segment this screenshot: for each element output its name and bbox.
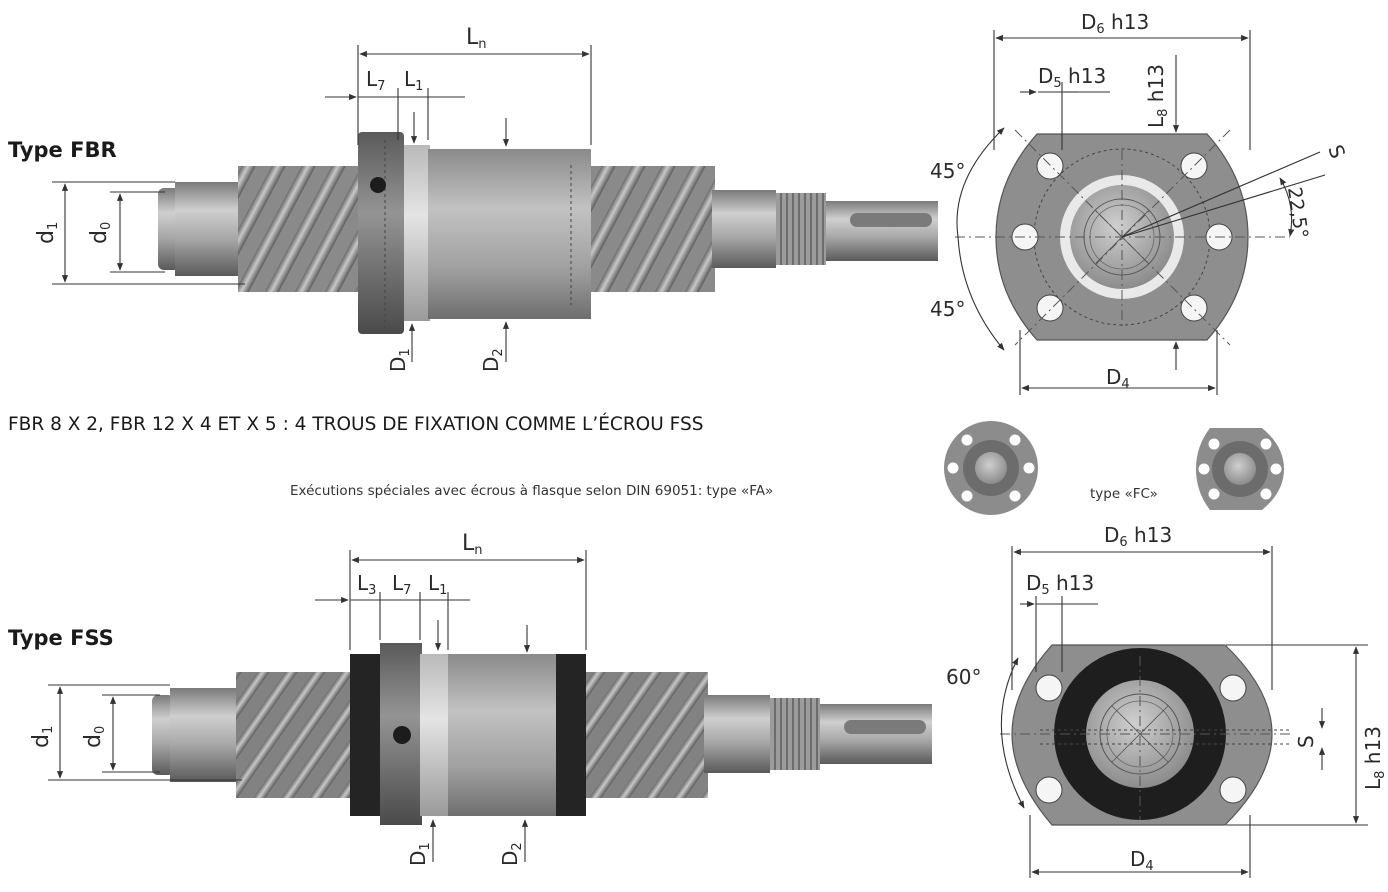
fss-mounting-hole (1219, 674, 1247, 702)
fss-label-ln: Ln (462, 531, 483, 558)
fbr-label-d6: D6 h13 (1081, 10, 1149, 37)
fss-mounting-hole (1035, 776, 1063, 804)
fbr-label-l1: L1 (404, 67, 423, 94)
fbr-lube-nipple (370, 177, 386, 193)
fixation-note: FBR 8 X 2, FBR 12 X 4 ET X 5 : 4 TROUS D… (8, 414, 704, 435)
fss-front-view: D6 h13 D5 h13 L8 h13 S 60° D4 (946, 523, 1388, 878)
fss-label-D2: D2 (498, 842, 525, 866)
fbr-front-view: D6 h13 D5 h13 L8 h13 S 45° 45° 22,5° D4 (930, 10, 1350, 395)
fbr-label-l7: L7 (366, 67, 385, 94)
fbr-label-D2: D2 (479, 348, 506, 372)
type-fss-heading: Type FSS (8, 626, 114, 650)
fss-label-l8: L8 h13 (1361, 726, 1388, 790)
fbr-nut-flange (358, 132, 404, 334)
fss-nut-body (448, 654, 558, 816)
fbr-label-D1: D1 (386, 348, 413, 372)
fss-screw-thread-right (584, 672, 708, 798)
fss-label-d1: d1 (29, 726, 56, 748)
special-versions-text: Exécutions spéciales avec écrous à flasq… (290, 483, 774, 499)
fbr-label-angle-side: 22,5° (1283, 186, 1312, 240)
fss-shaft-end (152, 695, 174, 775)
fss-keyway (844, 720, 926, 734)
fss-shaft-journal (170, 688, 242, 782)
fss-wiper-right (556, 654, 586, 816)
fbr-shaft-thread-fine (776, 193, 826, 265)
fss-shaft-journal-right (704, 695, 770, 773)
fbr-label-l8: L8 h13 (1144, 64, 1171, 128)
fbr-nut-body (428, 149, 591, 319)
fss-mounting-hole (1219, 776, 1247, 804)
fss-label-d4: D4 (1130, 847, 1154, 874)
fss-label-D1: D1 (406, 842, 433, 866)
fbr-mounting-hole (1036, 152, 1064, 180)
fbr-shaft-end (158, 188, 180, 270)
fbr-shaft-journal (175, 182, 245, 276)
fbr-screw-thread-left (238, 166, 363, 292)
fss-label-angle: 60° (946, 665, 981, 689)
fbr-label-d0: d0 (87, 222, 114, 244)
type-fa-nut-icon (944, 421, 1038, 515)
fss-label-l1: L1 (428, 571, 447, 598)
type-fc-label: type «FC» (1090, 486, 1158, 502)
fss-label-l3: L3 (357, 571, 376, 598)
fss-nut-collar (420, 654, 450, 816)
fss-screw-thread-left (236, 672, 356, 798)
fbr-label-d4: D4 (1106, 365, 1130, 392)
fbr-label-angle-bottom: 45° (930, 297, 965, 321)
fss-label-d6: D6 h13 (1104, 523, 1172, 550)
fbr-keyway (850, 213, 932, 227)
fbr-label-angle-top: 45° (930, 159, 965, 183)
fss-side-view: Ln L3 L7 L1 d1 d0 D1 D2 (29, 531, 932, 866)
fss-label-l7: L7 (392, 571, 411, 598)
fbr-mounting-hole (1180, 294, 1208, 322)
fss-wiper-left (350, 654, 384, 816)
fss-label-s: S (1294, 735, 1318, 748)
fbr-screw-thread-right (590, 166, 715, 292)
fss-mounting-hole (1035, 674, 1063, 702)
fss-label-d5: D5 h13 (1026, 571, 1094, 598)
fbr-label-ln: Ln (466, 25, 487, 52)
fss-angle-arc (1000, 657, 1025, 809)
fbr-shaft-keyway-end (826, 201, 938, 261)
fbr-side-view: Ln L7 L1 d1 d0 D1 D2 (34, 25, 938, 372)
fbr-mounting-hole (1036, 294, 1064, 322)
fbr-nut-collar (404, 145, 430, 321)
fbr-shaft-journal-right (712, 190, 776, 268)
fbr-label-d1: d1 (34, 222, 61, 244)
type-fbr-heading: Type FBR (8, 138, 117, 162)
fbr-angle-arc (956, 127, 1005, 351)
fbr-label-s: S (1323, 142, 1350, 162)
fss-label-d0: d0 (81, 726, 108, 748)
type-fc-nut-icon (1196, 428, 1284, 510)
fbr-label-d5: D5 h13 (1038, 64, 1106, 91)
fss-lube-nipple (393, 726, 411, 744)
fss-shaft-thread-fine (770, 698, 820, 770)
